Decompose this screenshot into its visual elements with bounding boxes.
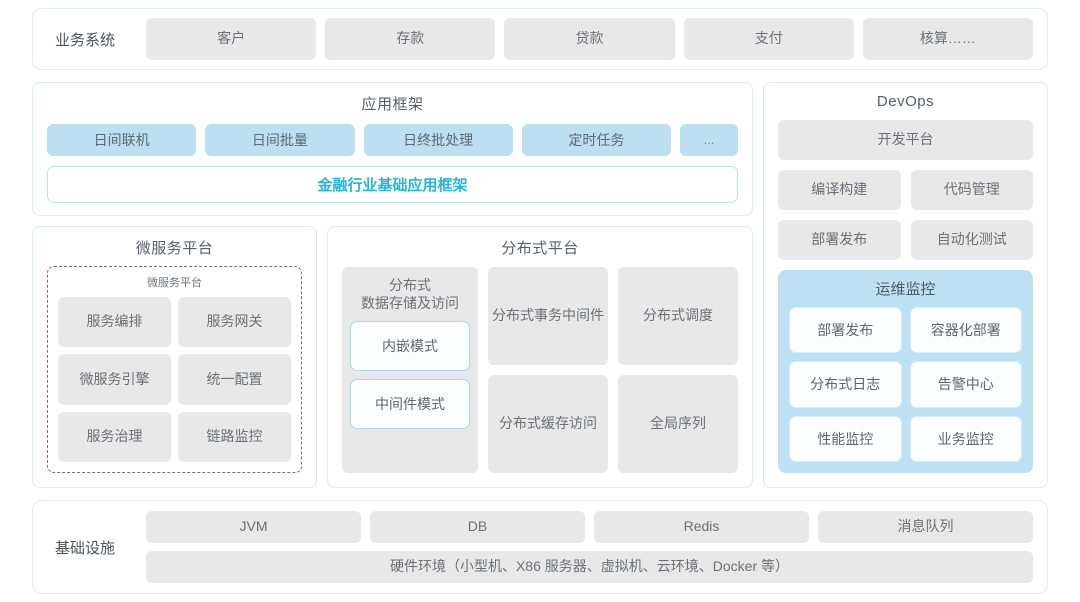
business-systems-label: 业务系统 <box>54 31 115 49</box>
distributed-platform-panel: 分布式平台 分布式 数据存储及访问 内嵌模式 中间件模式 <box>327 226 753 488</box>
distributed-platform-title: 分布式平台 <box>501 240 579 257</box>
infra-item-redis[interactable]: Redis <box>594 511 809 543</box>
app-chip-eod-batch[interactable]: 日终批处理 <box>363 124 513 156</box>
app-chip-scheduled-task[interactable]: 定时任务 <box>521 124 671 156</box>
ops-item-distributed-logs[interactable]: 分布式日志 <box>789 361 902 408</box>
micro-item-microservice-engine[interactable]: 微服务引擎 <box>58 354 171 405</box>
micro-item-service-gateway[interactable]: 服务网关 <box>178 297 291 348</box>
distributed-scheduling[interactable]: 分布式调度 <box>618 267 738 365</box>
distributed-transaction-middleware-line1: 分布式 <box>492 307 534 324</box>
micro-item-service-governance[interactable]: 服务治理 <box>58 411 171 462</box>
infrastructure-section: 基础设施 JVM DB Redis 消息队列 硬件环境（小型机、X86 服务器、… <box>32 500 1048 594</box>
infrastructure-items-row: JVM DB Redis 消息队列 <box>146 511 1033 543</box>
microservice-platform-title: 微服务平台 <box>135 240 214 257</box>
devops-title: DevOps <box>876 93 935 110</box>
business-system-customer[interactable]: 客户 <box>146 18 317 60</box>
storage-mode-middleware[interactable]: 中间件模式 <box>350 379 470 430</box>
app-chip-daytime-online[interactable]: 日间联机 <box>47 124 197 156</box>
business-system-accounting[interactable]: 核算…… <box>862 18 1034 60</box>
business-systems-section: 业务系统 客户 存款 贷款 支付 核算…… <box>32 8 1048 70</box>
infra-item-jvm[interactable]: JVM <box>146 511 361 543</box>
app-chip-daytime-batch[interactable]: 日间批量 <box>205 124 355 156</box>
devops-items-grid: 编译构建 代码管理 部署发布 自动化测试 <box>778 170 1033 260</box>
finance-base-framework-bar[interactable]: 金融行业基础应用框架 <box>47 165 738 203</box>
ops-item-performance-monitoring[interactable]: 性能监控 <box>789 415 902 462</box>
application-framework-panel: 应用框架 日间联机 日间批量 日终批处理 定时任务 ... 金融行业基础应用框架 <box>32 82 753 216</box>
devops-item-automated-testing[interactable]: 自动化测试 <box>910 220 1033 260</box>
ops-item-containerized-deployment[interactable]: 容器化部署 <box>909 307 1022 354</box>
distributed-transaction-middleware[interactable]: 分布式 事务中间件 <box>488 267 608 365</box>
storage-mode-embedded[interactable]: 内嵌模式 <box>350 321 470 372</box>
infrastructure-label: 基础设施 <box>54 539 115 557</box>
distributed-cache-access-line1: 分布式 <box>499 415 541 432</box>
micro-item-link-monitoring[interactable]: 链路监控 <box>178 411 291 462</box>
distributed-transaction-middleware-line2: 事务中间件 <box>534 307 604 324</box>
business-system-payment[interactable]: 支付 <box>683 18 854 60</box>
lower-middle-region: 微服务平台 微服务平台 服务编排 服务网关 微服务引擎 统一配置 服务治理 链路… <box>32 226 753 488</box>
distributed-column-2: 分布式 事务中间件 分布式 缓存访问 <box>488 267 608 473</box>
distributed-data-storage-title: 分布式 数据存储及访问 <box>350 276 470 312</box>
micro-item-unified-config[interactable]: 统一配置 <box>178 354 291 405</box>
distributed-column-3: 分布式调度 全局序列 <box>618 267 738 473</box>
ops-monitoring-grid: 部署发布 容器化部署 分布式日志 告警中心 性能监控 业务监控 <box>789 307 1022 462</box>
ops-monitoring-box: 运维监控 部署发布 容器化部署 分布式日志 告警中心 性能监控 业务监控 <box>778 270 1033 473</box>
devops-item-code-management[interactable]: 代码管理 <box>910 170 1033 210</box>
distributed-cache-access-line2: 缓存访问 <box>541 415 597 432</box>
distributed-cache-access[interactable]: 分布式 缓存访问 <box>488 375 608 473</box>
microservice-platform-panel: 微服务平台 微服务平台 服务编排 服务网关 微服务引擎 统一配置 服务治理 链路… <box>32 226 317 488</box>
devops-development-platform[interactable]: 开发平台 <box>778 120 1033 160</box>
platform-column: 应用框架 日间联机 日间批量 日终批处理 定时任务 ... 金融行业基础应用框架… <box>32 82 753 488</box>
application-framework-title: 应用框架 <box>361 96 424 113</box>
distributed-data-storage-title-line2: 数据存储及访问 <box>361 295 459 312</box>
business-system-loan[interactable]: 贷款 <box>504 18 675 60</box>
distributed-data-storage-card[interactable]: 分布式 数据存储及访问 内嵌模式 中间件模式 <box>342 267 478 473</box>
microservice-platform-subtitle: 微服务平台 <box>147 277 202 289</box>
ops-item-deploy-release[interactable]: 部署发布 <box>789 307 902 354</box>
devops-item-deploy-release[interactable]: 部署发布 <box>778 220 901 260</box>
app-chip-more[interactable]: ... <box>680 124 738 156</box>
microservice-platform-dashed-box: 微服务平台 服务编排 服务网关 微服务引擎 统一配置 服务治理 链路监控 <box>47 266 302 473</box>
ops-monitoring-title: 运维监控 <box>875 281 936 298</box>
infra-item-message-queue[interactable]: 消息队列 <box>818 511 1033 543</box>
infrastructure-stack: JVM DB Redis 消息队列 硬件环境（小型机、X86 服务器、虚拟机、云… <box>146 511 1033 583</box>
ops-item-alert-center[interactable]: 告警中心 <box>909 361 1022 408</box>
business-system-deposit[interactable]: 存款 <box>325 18 496 60</box>
distributed-data-storage-title-line1: 分布式 <box>389 277 431 293</box>
ops-item-business-monitoring[interactable]: 业务监控 <box>909 415 1022 462</box>
devops-panel: DevOps 开发平台 编译构建 代码管理 部署发布 自动化测试 运维监控 部署… <box>763 82 1048 488</box>
microservice-platform-grid: 服务编排 服务网关 微服务引擎 统一配置 服务治理 链路监控 <box>58 297 291 462</box>
infra-hardware-environment[interactable]: 硬件环境（小型机、X86 服务器、虚拟机、云环境、Docker 等） <box>146 551 1033 583</box>
devops-item-compile-build[interactable]: 编译构建 <box>778 170 901 210</box>
distributed-platform-body: 分布式 数据存储及访问 内嵌模式 中间件模式 分布式 事务中间件 <box>342 267 738 473</box>
micro-item-service-orchestration[interactable]: 服务编排 <box>58 297 171 348</box>
application-framework-chip-row: 日间联机 日间批量 日终批处理 定时任务 ... <box>47 124 738 156</box>
middle-region: 应用框架 日间联机 日间批量 日终批处理 定时任务 ... 金融行业基础应用框架… <box>32 82 1048 488</box>
infra-item-db[interactable]: DB <box>370 511 585 543</box>
global-sequence[interactable]: 全局序列 <box>618 375 738 473</box>
